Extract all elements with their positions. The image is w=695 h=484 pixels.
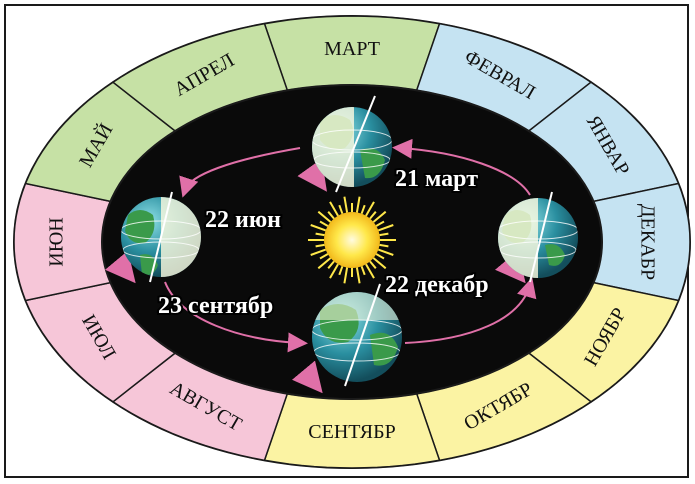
month-label: СЕНТЯБР — [308, 421, 395, 443]
sun-ray — [338, 265, 344, 276]
sun-ray — [317, 257, 332, 270]
orbit-path — [104, 138, 537, 394]
sun-disc — [324, 212, 380, 268]
date-label-september: 23 сентябр — [158, 293, 273, 319]
sun-ray — [365, 201, 375, 217]
rotation-arrow — [104, 250, 136, 284]
rotation-arrow — [291, 360, 323, 394]
month-label: ИЮН — [46, 217, 68, 266]
sun-ray — [327, 211, 335, 220]
sun-ray — [310, 248, 327, 256]
date-label-december: 22 декабр — [385, 272, 489, 298]
sun-ray — [315, 243, 325, 248]
date-label-june: 22 июн — [205, 207, 281, 233]
rotation-arrow — [297, 158, 327, 192]
sun-ray — [377, 248, 394, 256]
sun-ray — [338, 204, 344, 215]
sun-ray — [343, 267, 349, 284]
month-label: МАРТ — [324, 38, 380, 60]
sun-ray — [343, 196, 349, 213]
orbit-arrow — [164, 281, 308, 353]
sun-ray — [355, 196, 361, 213]
date-label-march: 21 март — [395, 166, 478, 192]
sun-ray — [319, 253, 329, 260]
sun-ray — [360, 204, 366, 215]
orbit-arrow — [404, 277, 537, 344]
orbit-arrow — [392, 138, 531, 196]
sun-ray — [372, 210, 387, 223]
sun-ray — [379, 243, 389, 248]
sun-ray — [375, 253, 385, 260]
sun-ray — [327, 260, 335, 269]
month-label: ДЕКАБР — [636, 204, 658, 280]
sun-ray — [329, 263, 339, 279]
sun — [308, 196, 396, 284]
sun-ray — [369, 211, 377, 220]
sun-ray — [310, 224, 327, 232]
sun-ray — [379, 232, 389, 237]
sun-ray — [360, 265, 366, 276]
orbit-arrow — [179, 147, 301, 198]
sun-ray — [317, 210, 332, 223]
sun-ray — [315, 232, 325, 237]
sun-ray — [377, 224, 394, 232]
sun-ray — [369, 260, 377, 269]
sun-ray — [372, 257, 387, 270]
sun-ray — [329, 201, 339, 217]
sun-ray — [319, 220, 329, 227]
sun-ray — [355, 267, 361, 284]
sun-ray — [365, 263, 375, 279]
sun-ray — [375, 220, 385, 227]
